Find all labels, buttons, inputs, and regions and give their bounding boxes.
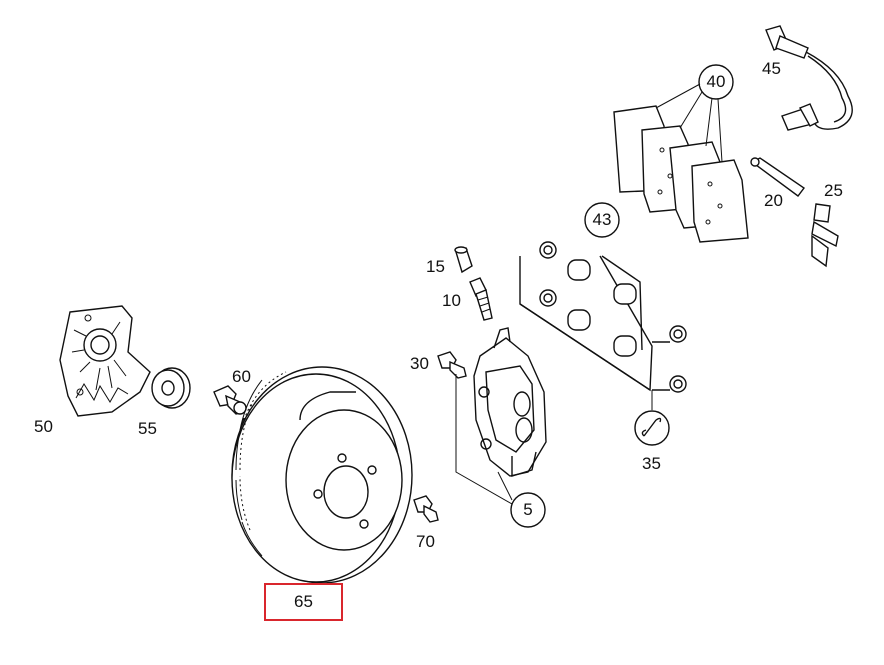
bleeder-screw-part-10: [469, 277, 493, 321]
wear-sensor-part-45: [765, 25, 853, 131]
label-part-60: 60: [232, 367, 251, 386]
bolt-part-70: [413, 495, 439, 523]
brake-pads-part-40: [613, 105, 749, 243]
label-part-30: 30: [410, 354, 429, 373]
callout-circle-40: [655, 64, 734, 163]
callout-circle-5: [455, 374, 546, 528]
bleeder-cap-part-15: [454, 246, 473, 274]
bolt-part-30: [437, 351, 467, 379]
label-part-45: 45: [762, 59, 781, 78]
label-part-25: 25: [824, 181, 843, 200]
label-part-40: 40: [706, 72, 726, 91]
label-part-43: 43: [592, 210, 612, 229]
label-part-70: 70: [416, 532, 435, 551]
label-part-10: 10: [442, 291, 461, 310]
label-part-35: 35: [642, 454, 661, 473]
pin-part-20: [750, 157, 805, 197]
dust-shield-part-50: [59, 305, 151, 417]
label-part-55: 55: [138, 419, 157, 438]
label-part-50: 50: [34, 417, 53, 436]
label-part-65: 65: [294, 592, 313, 611]
label-part-20: 20: [764, 191, 783, 210]
tool-symbol-part-35: [634, 410, 670, 446]
spring-clip-part-25: [811, 203, 839, 268]
label-part-5: 5: [523, 500, 533, 519]
brake-caliper-part-5: [473, 327, 547, 477]
highlighted-part-65-box[interactable]: 65: [264, 583, 343, 621]
bolt-part-60: [213, 385, 247, 415]
washer-part-55: [151, 367, 191, 409]
seal-kit-part-43: [519, 241, 687, 393]
brake-disc-part-65: [231, 366, 413, 584]
callout-circle-43: [584, 202, 620, 238]
label-part-15: 15: [426, 257, 445, 276]
